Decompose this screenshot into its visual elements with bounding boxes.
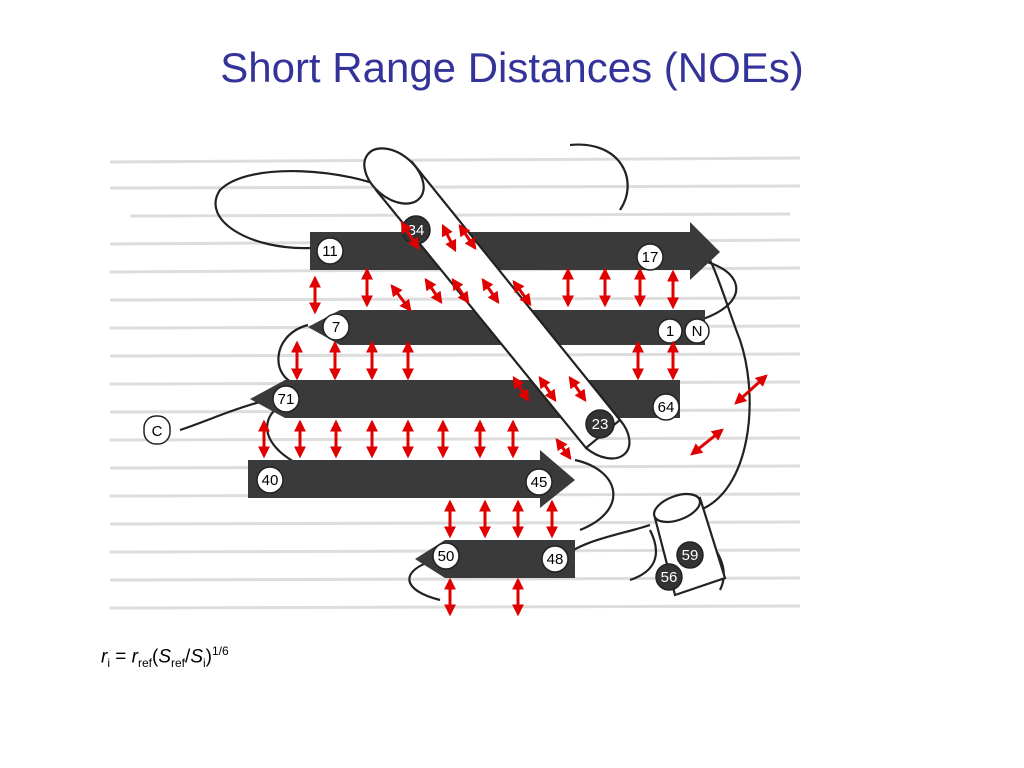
n-terminus: N bbox=[692, 323, 703, 340]
noe-arrow bbox=[734, 374, 768, 405]
formula-sub-i-2: i bbox=[203, 656, 206, 671]
distance-formula: ri = rref(Sref/Si)1/6 bbox=[101, 644, 229, 670]
residue-64-marker bbox=[652, 393, 680, 421]
strand-71-64 bbox=[250, 380, 680, 418]
noe-arrow bbox=[441, 223, 457, 253]
formula-equals: = bbox=[110, 646, 132, 668]
n-terminus-marker bbox=[684, 318, 710, 344]
formula-open-paren: ( bbox=[152, 646, 159, 668]
residue-40-marker bbox=[256, 466, 284, 494]
noe-arrow bbox=[424, 278, 443, 304]
residue-59-marker bbox=[676, 541, 704, 569]
residue-23-marker bbox=[585, 409, 615, 439]
noe-arrow bbox=[568, 376, 587, 402]
residue-17-marker bbox=[636, 243, 664, 271]
residue-11-marker bbox=[316, 237, 344, 265]
noe-arrow bbox=[690, 428, 724, 456]
residue-7-marker bbox=[322, 313, 350, 341]
residue-23: 23 bbox=[592, 416, 609, 433]
formula-exponent: 1/6 bbox=[212, 644, 229, 658]
formula-sub-ref-2: ref bbox=[171, 656, 186, 671]
formula-r: r bbox=[101, 646, 108, 668]
c-terminus: C bbox=[152, 423, 163, 440]
residue-7: 7 bbox=[332, 319, 340, 336]
residue-1: 1 bbox=[666, 323, 674, 340]
residue-45: 45 bbox=[531, 474, 548, 491]
formula-sub-i: i bbox=[107, 656, 110, 671]
formula-s-ref: S bbox=[158, 646, 172, 668]
formula-sub-ref: ref bbox=[137, 656, 152, 671]
protein-topology-diagram: 11 17 34 7 1 N 71 64 23 C 40 45 50 48 59… bbox=[100, 140, 824, 650]
c-terminus-marker bbox=[143, 415, 171, 445]
noe-arrow bbox=[538, 376, 557, 402]
formula-s-i: S bbox=[190, 646, 203, 668]
noe-arrow bbox=[451, 278, 470, 304]
noe-arrow bbox=[481, 278, 500, 304]
residue-50-marker bbox=[432, 542, 460, 570]
residue-48-marker bbox=[541, 545, 569, 573]
residue-56-marker bbox=[655, 563, 683, 591]
formula-r-ref: r bbox=[131, 646, 138, 668]
residue-17: 17 bbox=[642, 249, 659, 266]
residue-11: 11 bbox=[322, 243, 338, 260]
strand-40-45 bbox=[248, 450, 575, 508]
residue-50: 50 bbox=[438, 548, 455, 565]
noe-arrow bbox=[390, 284, 412, 312]
noe-arrow bbox=[400, 220, 420, 251]
noe-arrow bbox=[512, 280, 532, 306]
formula-slash: / bbox=[185, 646, 191, 668]
noe-arrow bbox=[458, 224, 477, 250]
residue-48: 48 bbox=[547, 551, 564, 568]
residue-64: 64 bbox=[658, 399, 675, 416]
noe-arrows bbox=[258, 220, 768, 617]
residue-40: 40 bbox=[262, 472, 279, 489]
helix-cylinder bbox=[363, 147, 631, 460]
slide-title: Short Range Distances (NOEs) bbox=[220, 44, 804, 91]
noe-arrow bbox=[512, 375, 530, 403]
residue-71-marker bbox=[272, 385, 300, 413]
noe-arrow bbox=[555, 438, 572, 460]
residue-71: 71 bbox=[278, 391, 295, 408]
formula-close-paren: ) bbox=[205, 646, 212, 668]
topology-svg: 11 17 34 7 1 N 71 64 23 C 40 45 50 48 59… bbox=[109, 143, 801, 617]
residue-59: 59 bbox=[682, 547, 699, 564]
residue-45-marker bbox=[525, 468, 553, 496]
residue-56: 56 bbox=[661, 569, 678, 586]
